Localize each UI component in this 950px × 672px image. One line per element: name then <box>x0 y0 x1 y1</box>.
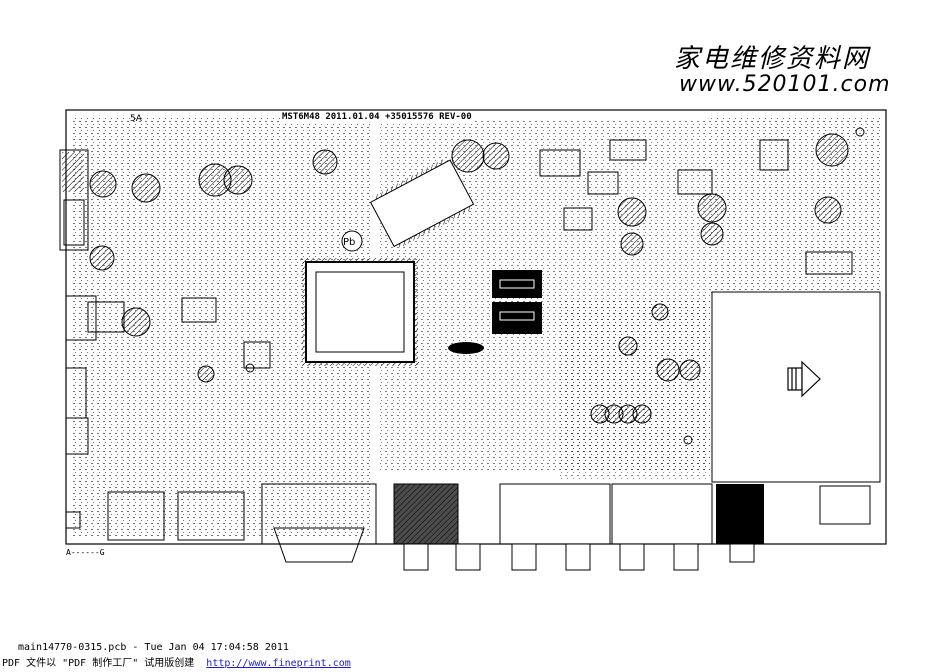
footer-pdf-link[interactable]: http://www.fineprint.com <box>206 658 351 669</box>
footer-pdf-prefix: PDF 文件以 "PDF 制作工厂" 试用版创建 <box>2 658 195 669</box>
crystal-oscillator <box>448 342 484 354</box>
main-soc-chip <box>305 261 415 363</box>
ic-tsop <box>369 158 475 249</box>
left-connector-mid <box>65 295 97 341</box>
board-title: MST6M48 2011.01.04 +35015576 REV-00 <box>282 112 472 122</box>
watermark-chinese: 家电维修资料网 <box>674 44 871 74</box>
av-block-black-2 <box>716 484 764 544</box>
left-connector-top <box>59 149 89 251</box>
right-arrow-icon <box>787 360 821 398</box>
footer-filename: main14770-0315.pcb - Tue Jan 04 17:04:58… <box>18 642 289 653</box>
av-block <box>499 483 611 545</box>
pb-lead-free-icon <box>341 230 363 252</box>
capacitors <box>89 133 849 424</box>
corner-marker: A------G <box>66 548 105 557</box>
fuse-rating-label: 5A <box>130 114 142 124</box>
footer-pdf-note: PDF 文件以 "PDF 制作工厂" 试用版创建 http://www.fine… <box>2 654 351 669</box>
svg-text:Pb: Pb <box>343 237 355 248</box>
vga-connector <box>261 483 377 545</box>
watermark-url: www.520101.com <box>679 72 891 97</box>
